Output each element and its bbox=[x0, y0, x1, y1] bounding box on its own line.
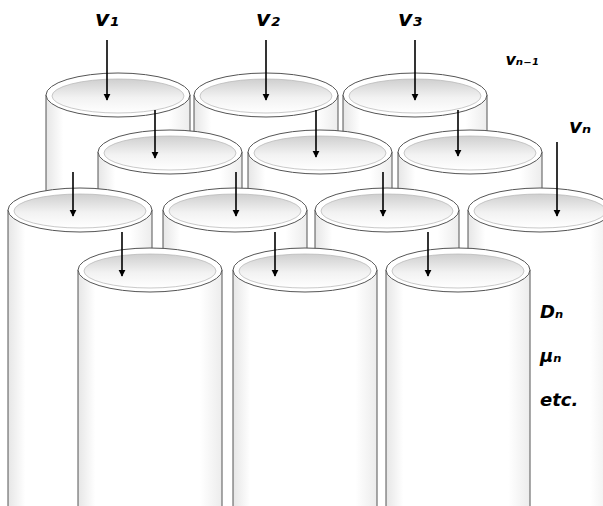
property-cylinder: Dₙ μₙ etc. bbox=[540, 303, 578, 435]
cylinder-opening bbox=[254, 136, 386, 170]
cylinder-opening bbox=[321, 194, 453, 228]
cylinder-body bbox=[233, 270, 377, 506]
flow-arrow bbox=[414, 40, 416, 100]
flow-arrow bbox=[72, 172, 74, 216]
velocity-label: v₃ bbox=[398, 8, 422, 30]
cylinder-opening bbox=[104, 136, 236, 170]
flow-arrow bbox=[154, 110, 156, 158]
cylinder-opening bbox=[52, 79, 184, 113]
flow-arrow bbox=[382, 172, 384, 216]
flow-arrow bbox=[106, 40, 108, 100]
cylinder-body bbox=[78, 270, 222, 506]
cylinder-rim bbox=[248, 130, 392, 174]
cylinder-rim bbox=[46, 73, 190, 117]
cylinder-opening bbox=[392, 254, 524, 288]
flow-arrow bbox=[556, 142, 558, 216]
velocity-label: vₙ bbox=[569, 116, 591, 136]
property-label: μₙ bbox=[540, 347, 578, 365]
cylinder-rim bbox=[163, 188, 307, 232]
flow-arrow bbox=[427, 232, 429, 276]
cylinder-rim bbox=[78, 248, 222, 292]
flow-arrow bbox=[121, 232, 123, 276]
cylinder-rim bbox=[468, 188, 603, 232]
cylinder-opening bbox=[84, 254, 216, 288]
flow-arrow bbox=[265, 40, 267, 100]
property-label: etc. bbox=[540, 391, 578, 409]
cylinder-opening bbox=[404, 136, 536, 170]
cylinder-opening bbox=[239, 254, 371, 288]
velocity-label: v₁ bbox=[95, 8, 119, 30]
cylinder-opening bbox=[474, 194, 603, 228]
cylinder-body bbox=[386, 270, 530, 506]
flow-arrow bbox=[315, 110, 317, 157]
cylinder-rim bbox=[8, 188, 152, 232]
cylinder-rim bbox=[315, 188, 459, 232]
cylinder bbox=[78, 248, 222, 506]
cylinder-opening bbox=[14, 194, 146, 228]
cylinder-rim bbox=[98, 130, 242, 174]
property-label: Dₙ bbox=[540, 303, 578, 321]
flow-arrow bbox=[274, 232, 276, 276]
cylinder-opening bbox=[169, 194, 301, 228]
cylinder bbox=[233, 248, 377, 506]
velocity-label: vₙ₋₁ bbox=[505, 52, 538, 68]
cylinder-rim bbox=[398, 130, 542, 174]
flow-arrow bbox=[457, 110, 459, 156]
cylinder bbox=[386, 248, 530, 506]
velocity-label: v₂ bbox=[256, 8, 280, 30]
flow-arrow bbox=[235, 172, 237, 216]
cylinder-rim bbox=[386, 248, 530, 292]
cylinder-rim bbox=[233, 248, 377, 292]
